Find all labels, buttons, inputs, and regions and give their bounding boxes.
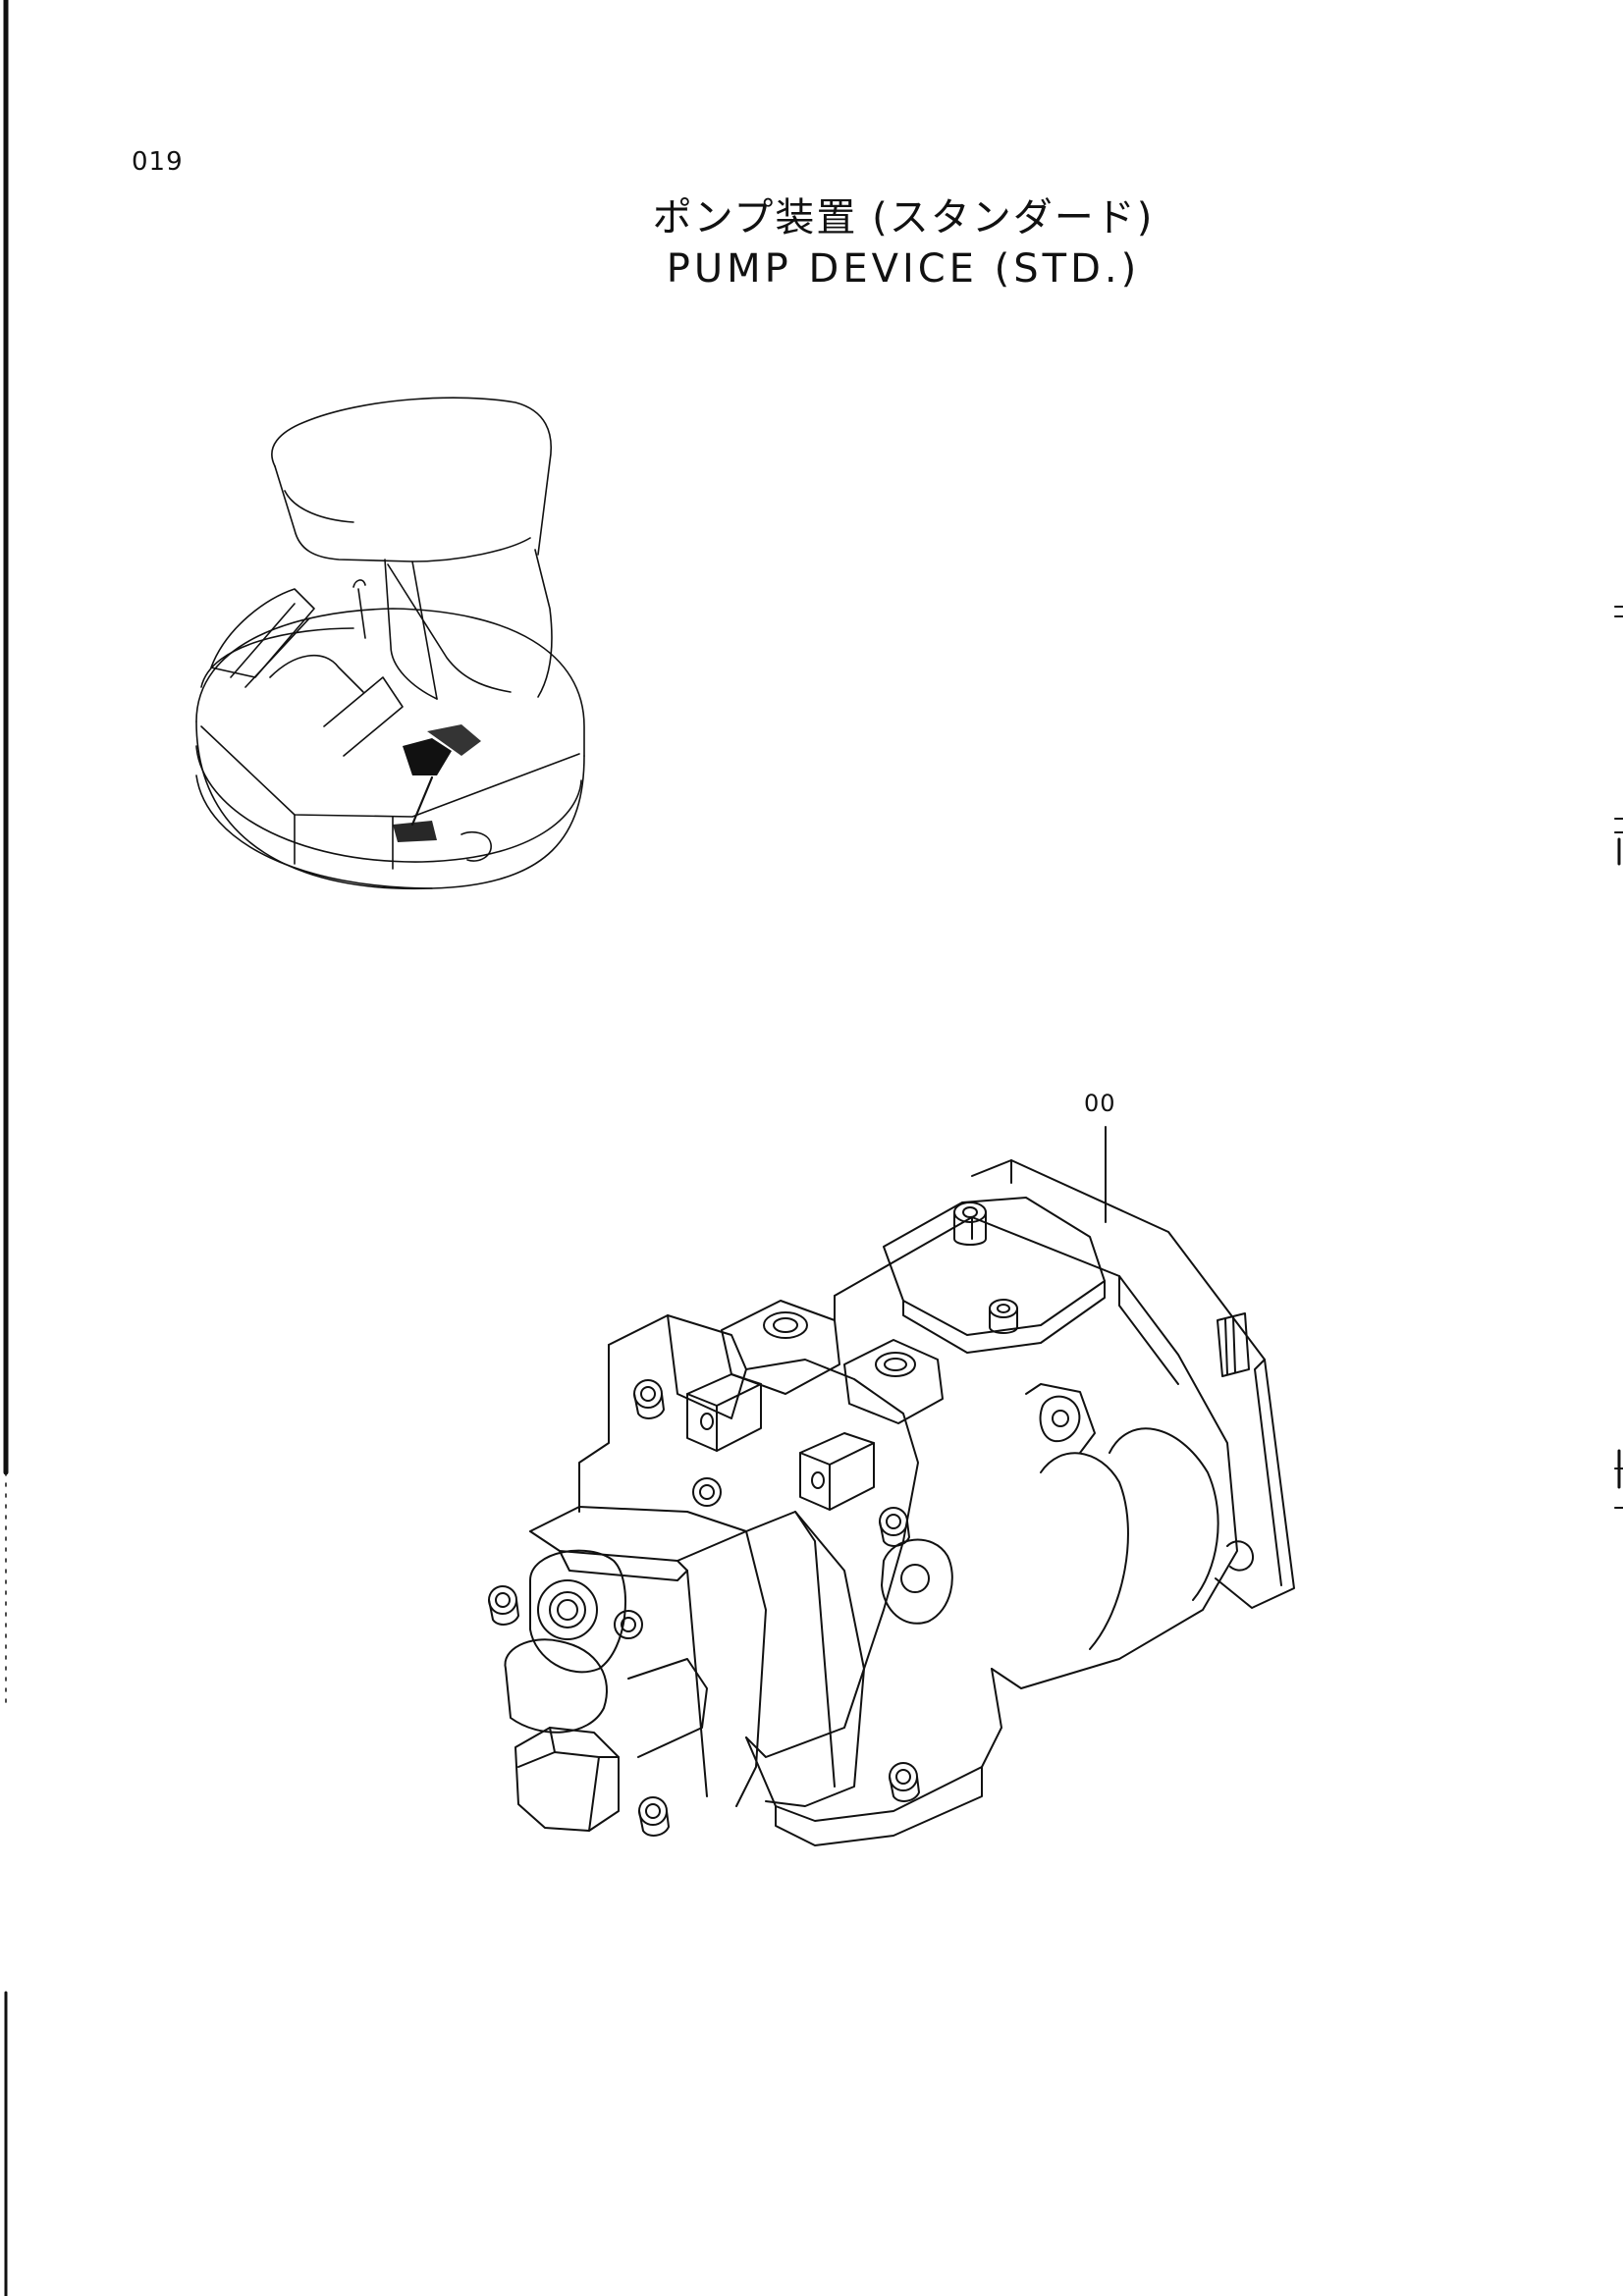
edge-marks [1614, 606, 1623, 1509]
machine-overview [195, 397, 585, 890]
title-japanese: ポンプ装置 (スタンダード) [652, 195, 1155, 240]
title-block: ポンプ装置 (スタンダード) PUMP DEVICE (STD.) [550, 192, 1257, 294]
pump-device [488, 1159, 1295, 1846]
bolt-heads [633, 1379, 920, 1802]
callout-label-00: 00 [1084, 1090, 1116, 1117]
page-number: 019 [132, 147, 184, 177]
title-english: PUMP DEVICE (STD.) [666, 246, 1141, 292]
